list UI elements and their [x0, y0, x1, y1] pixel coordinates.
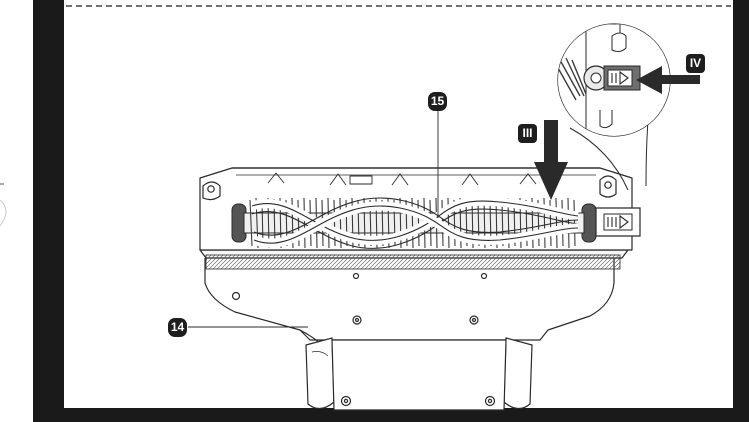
zoom-inset [557, 23, 671, 191]
left-dark-band [33, 0, 64, 422]
brush-end-cap [595, 207, 641, 237]
wheel-left [305, 337, 335, 410]
right-frame-edge [733, 0, 749, 422]
arrow-left-icon [636, 66, 700, 94]
bottom-plate [331, 339, 507, 411]
arrow-down-icon [534, 120, 568, 200]
step-label-press: III [518, 124, 537, 143]
frame-bottom [33, 408, 749, 422]
brush-strip [205, 254, 621, 270]
callout-brush-roll: 15 [428, 92, 447, 111]
stray-arc [0, 199, 7, 227]
wheel-right [503, 337, 533, 410]
step-label-slide: IV [686, 54, 705, 73]
callout-nozzle-body: 14 [168, 318, 187, 337]
brush-roll [231, 196, 597, 249]
